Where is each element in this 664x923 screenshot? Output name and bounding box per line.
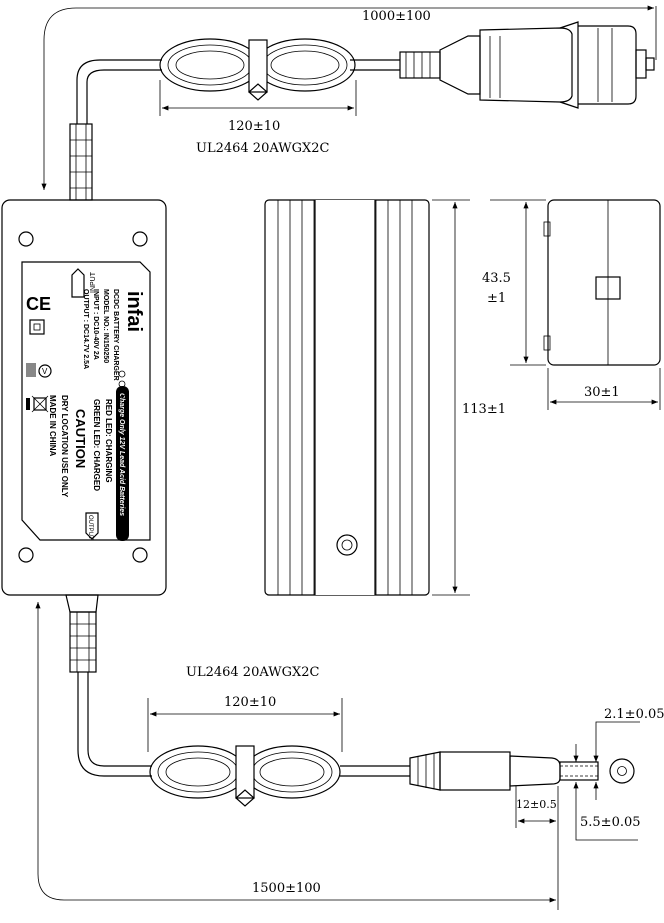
top-cable-spec-label: UL2464 20AWGX2C — [196, 141, 329, 156]
input-rating: INPUT : DC10-40V 2A — [92, 289, 99, 360]
indoor-use-icon — [26, 363, 36, 377]
dim-pin-outer: 5.5±0.05 — [573, 782, 641, 841]
screw-hole-icon — [336, 534, 358, 556]
output-tag: OUTPUT — [87, 515, 93, 540]
cigarette-lighter-plug — [399, 21, 655, 109]
double-insulation-icon — [29, 319, 45, 335]
mount-hole-icon — [132, 547, 148, 563]
input-tag: INPUT — [90, 271, 97, 293]
top-cable-assembly: 1000±100 120±10 UL2464 20AWGX2C — [41, 5, 657, 201]
top-cable-length-label: 1000±100 — [362, 9, 431, 24]
ce-mark-icon: CE — [26, 294, 51, 314]
dim-side-height: 43.5 ±1 — [482, 199, 546, 366]
top-cable-coil — [159, 38, 356, 101]
mount-hole-icon — [18, 547, 34, 563]
top-coil-length-label: 120±10 — [228, 119, 280, 134]
dim-top-coil-length: 120±10 UL2464 20AWGX2C — [159, 80, 357, 156]
mount-hole-icon — [132, 231, 148, 247]
bottom-coil-length-label: 120±10 — [224, 695, 276, 710]
dim-pin-inner: 2.1±0.05 — [573, 707, 664, 762]
dc-barrel-plug — [409, 751, 635, 791]
model-number: MODEL NO.: IN150250 — [102, 289, 109, 363]
product-label — [21, 261, 151, 541]
dim-plug-tip-length: 12±0.5 — [515, 786, 559, 910]
efficiency-v-text: V — [42, 367, 48, 376]
product-name: DCDC BATTERY CHARGER — [112, 289, 119, 381]
side-height-label: 43.5 — [482, 271, 511, 286]
dim-side-width: 30±1 — [547, 368, 661, 410]
side-width-label: 30±1 — [584, 385, 620, 400]
bottom-strain-relief — [65, 594, 99, 673]
green-led-text: GREEN LED: CHARGED — [92, 399, 101, 491]
red-led-text: RED LED: CHARGING — [104, 399, 113, 483]
caution-text: CAUTION — [73, 409, 88, 468]
brand-logo: infai — [123, 291, 145, 332]
charger-front-view: INPUT infai DCDC BATTERY CHARGER MODEL N… — [1, 199, 167, 596]
body-length-label: 113±1 — [462, 402, 506, 417]
charge-only-banner — [116, 386, 129, 541]
mount-hole-icon — [18, 231, 34, 247]
made-in-text: MADE IN CHINA — [48, 395, 57, 457]
dim-bottom-coil-length: 120±10 UL2464 20AWGX2C — [147, 665, 343, 752]
dim-body-length: 113±1 — [432, 199, 506, 596]
weee-bin-icon — [26, 395, 49, 413]
charger-top-view: 113±1 — [264, 199, 506, 596]
dim-bottom-cable-length: 1500±100 — [35, 602, 556, 903]
banner-text: Charge Only 12V Lead Acid Batteries — [118, 393, 125, 516]
top-strain-relief — [69, 123, 93, 201]
bottom-cable-spec-label: UL2464 20AWGX2C — [186, 665, 319, 680]
dim-top-cable-length: 1000±100 — [41, 5, 657, 190]
bottom-cable-coil — [149, 745, 341, 807]
dry-location-text: DRY LOCATION USE ONLY — [60, 395, 69, 498]
charger-side-view: 43.5 ±1 30±1 — [482, 199, 661, 410]
efficiency-v-icon — [38, 364, 52, 378]
bottom-cable-assembly: 2.1±0.05 5.5±0.05 12±0.5 120±10 UL2464 2… — [35, 594, 664, 910]
pin-inner-label: 2.1±0.05 — [604, 707, 664, 722]
side-height-tol-label: ±1 — [487, 291, 506, 306]
bottom-cable-length-label: 1500±100 — [252, 881, 321, 896]
output-rating: OUTPUT : DC14.7V 2.5A — [82, 289, 89, 369]
pin-outer-label: 5.5±0.05 — [580, 815, 641, 830]
polarity-icon — [118, 370, 126, 398]
plug-tip-length-label: 12±0.5 — [516, 798, 557, 811]
